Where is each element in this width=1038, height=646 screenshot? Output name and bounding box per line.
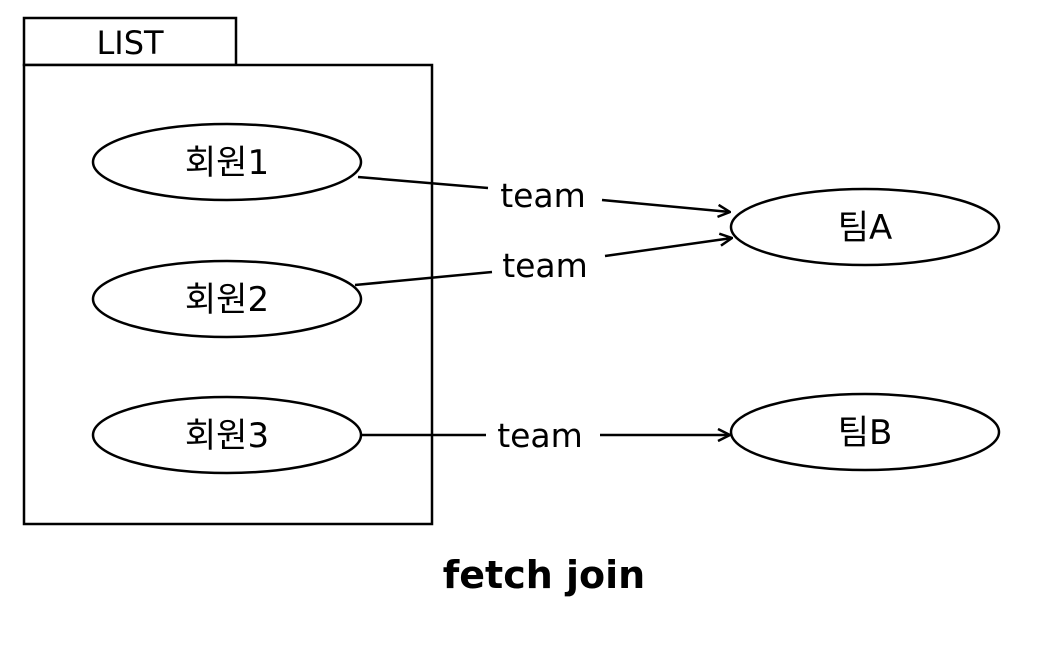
edge-member2-teamA-line-2 [604,238,732,258]
member-node-3: 회원3 [91,395,363,475]
edge-member2-teamA-line-1 [354,270,493,287]
edge-member3-teamB: team [360,416,730,455]
member-node-2-label: 회원2 [185,280,269,320]
edge-member1-teamA: team [357,175,730,215]
team-node-b-label: 팀B [838,413,893,453]
member-node-3-label: 회원3 [185,416,269,456]
team-node-b: 팀B [729,392,1001,472]
member-node-2: 회원2 [91,259,363,339]
edge-member1-teamA-line-1 [357,175,489,190]
list-tab-label: LIST [96,24,164,62]
edge-member1-teamA-label: team [500,176,586,215]
edge-member1-teamA-line-2 [601,198,730,212]
diagram-caption: fetch join [443,553,646,597]
edge-member2-teamA: team [354,238,732,287]
team-node-a: 팀A [729,187,1001,267]
list-tab: LIST [22,16,238,67]
edge-member3-teamB-label: team [497,416,583,455]
edge-member2-teamA-label: team [502,246,588,285]
member-node-1-label: 회원1 [185,143,269,183]
team-node-a-label: 팀A [838,208,893,248]
member-node-1: 회원1 [91,122,363,202]
